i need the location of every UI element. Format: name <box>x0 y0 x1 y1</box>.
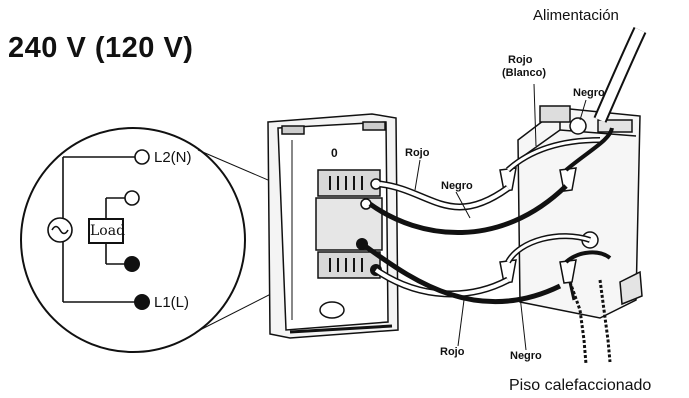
red-bottom-label: Rojo <box>440 346 465 358</box>
thermostat <box>267 113 399 339</box>
terminal-load-bottom <box>124 256 140 272</box>
terminal-l2 <box>134 149 150 165</box>
supply-cable <box>595 27 645 122</box>
black-middle-label: Negro <box>441 180 473 192</box>
load-box: Load <box>88 218 125 244</box>
terminal-l1 <box>134 294 150 310</box>
thermostat-vents <box>329 176 363 272</box>
zoom-circle <box>20 127 246 353</box>
floor-cables <box>568 279 612 365</box>
l1-label: L1(L) <box>154 294 190 311</box>
black-bottom-label: Negro <box>510 350 542 362</box>
terminal-load-top <box>124 190 140 206</box>
supply-label: Alimentación <box>533 7 619 24</box>
red-white-label-line2: (Blanco) <box>502 67 546 79</box>
heated-floor-label: Piso calefaccionado <box>509 377 652 394</box>
red-left-label: Rojo <box>405 147 430 159</box>
leader-lines <box>414 83 587 351</box>
black-top-label: Negro <box>573 87 605 99</box>
thermostat-terminal-2 <box>360 198 372 210</box>
thermostat-terminal-1 <box>370 178 382 190</box>
floor-cable-lead <box>568 281 576 301</box>
diagram-title: 240 V (120 V) <box>8 32 194 64</box>
thermostat-display: 0 <box>331 146 338 160</box>
junction-box <box>517 105 643 319</box>
l2-label: L2(N) <box>154 149 192 166</box>
red-white-label-line1: Rojo <box>508 54 533 66</box>
red-wires <box>374 137 601 298</box>
black-wires <box>360 127 614 305</box>
